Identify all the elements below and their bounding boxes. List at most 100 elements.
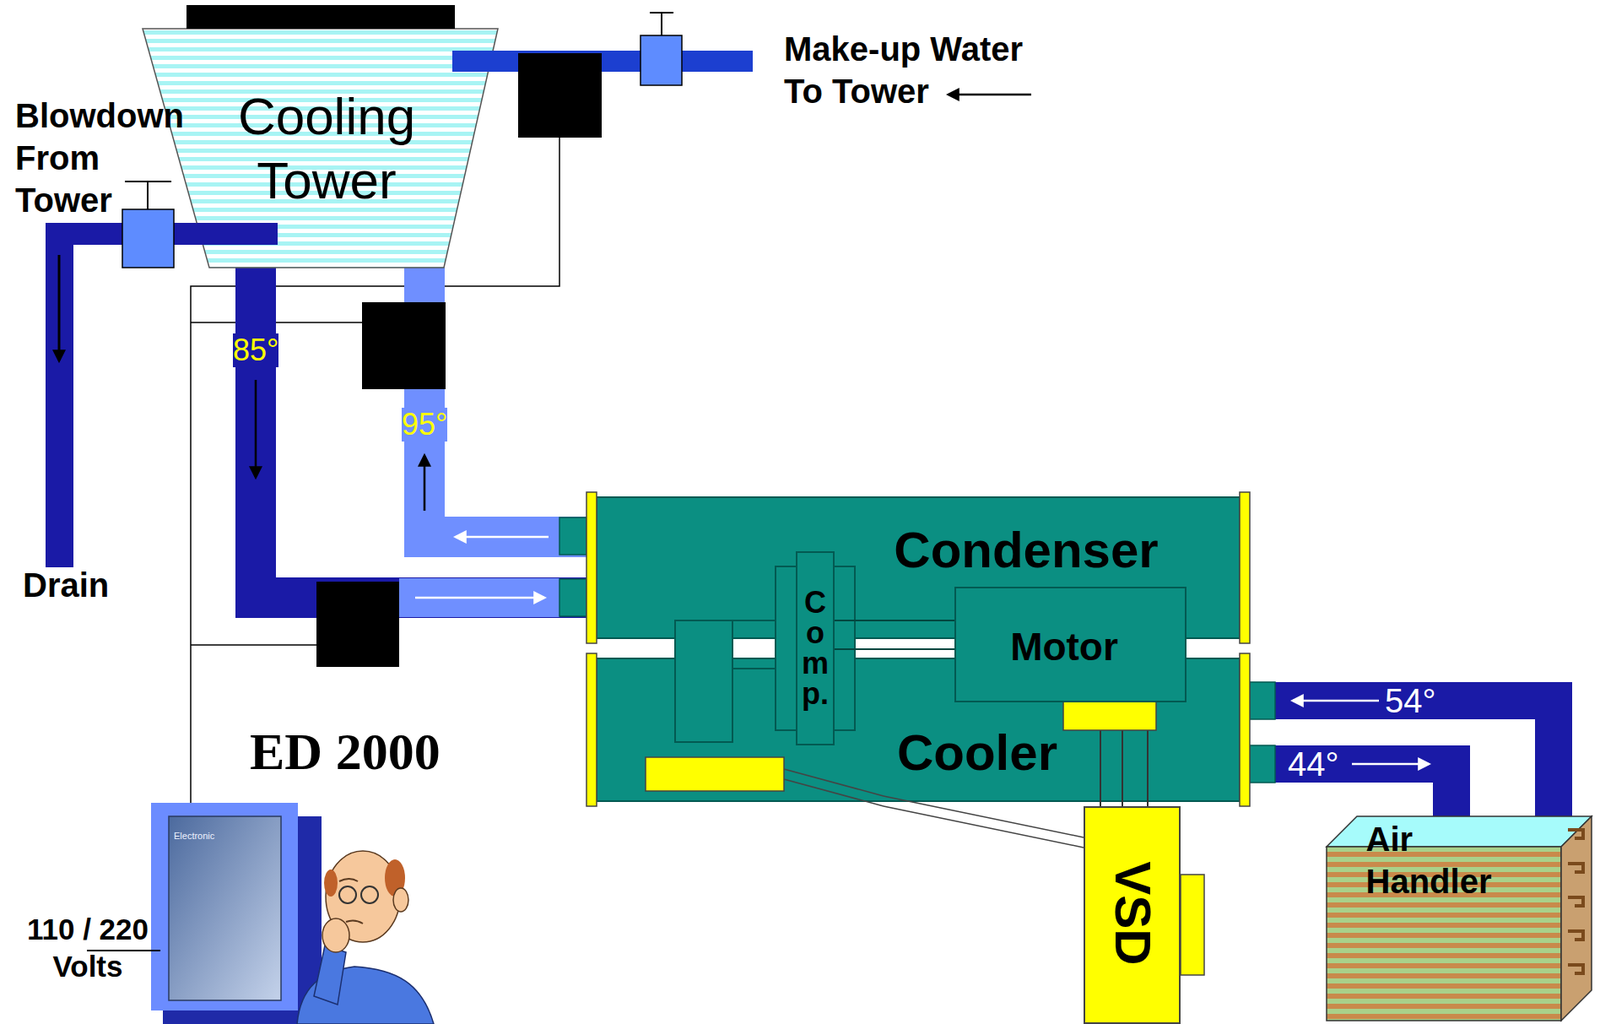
flow-arrow	[1292, 699, 1379, 703]
device-frame	[151, 802, 298, 1011]
unit-label: Comp.	[800, 587, 831, 709]
motor: Motor	[954, 586, 1187, 703]
flow-arrow	[58, 254, 61, 361]
unit-label: Air Handler	[1366, 817, 1492, 903]
suction-pipe	[675, 620, 733, 742]
valve-handle	[124, 180, 172, 183]
blowdown-valve	[122, 209, 174, 268]
product-name: ED 2000	[249, 722, 441, 780]
power-supply-label: 110 / 220 Volts	[16, 910, 160, 985]
end-plate	[1239, 653, 1250, 806]
coil-header	[1567, 829, 1584, 838]
unit-label: Motor	[1010, 623, 1119, 671]
suction-line	[732, 619, 776, 622]
nozzle	[1249, 745, 1276, 783]
flow-arrows	[255, 379, 1429, 764]
flow-controller	[362, 302, 446, 390]
pipe-temperature: 44°	[1287, 745, 1340, 783]
vsd-side-box	[1180, 874, 1205, 975]
pipe-label: Make-up Water To Tower	[783, 27, 1046, 113]
condenser-water-supply-strand	[255, 267, 597, 598]
condenser-water-return	[424, 267, 597, 537]
label-anchor: Electronic	[173, 830, 215, 842]
pipe-temperature: 85°	[232, 333, 279, 368]
person-mouth	[345, 919, 363, 924]
device-brand: Electronic	[173, 830, 215, 842]
make-up-pipe	[452, 50, 753, 72]
unit-label: Cooling Tower	[221, 84, 433, 213]
temperature-sensor	[645, 756, 784, 791]
end-plate	[586, 491, 597, 644]
label-anchor: Drain	[22, 563, 109, 606]
label-anchor: Blowdown From Tower	[15, 94, 201, 222]
flow-arrow	[1351, 762, 1429, 766]
sensor-cable	[883, 795, 1084, 848]
control-wire	[190, 321, 363, 324]
unit-label: Cooler	[897, 722, 1058, 784]
end-plate	[586, 653, 597, 806]
compressor: Comp.	[795, 551, 835, 746]
flow-arrow	[254, 379, 258, 477]
pump-controller	[316, 581, 400, 667]
tower-fan-deck	[186, 5, 455, 29]
flow-arrow	[948, 93, 1032, 97]
drive-shaft-strand	[834, 619, 955, 622]
pump-discharge-pipe	[399, 578, 560, 617]
condenser-water-return-strand	[424, 267, 597, 537]
end-plate	[1239, 491, 1250, 644]
valve-stem	[660, 12, 663, 36]
air-handler-side	[1561, 816, 1592, 1021]
person-hair	[324, 869, 338, 897]
pipe-label: Drain	[22, 563, 109, 606]
coil-header	[1567, 863, 1584, 872]
make-up-pipe	[452, 50, 498, 72]
flow-arrow	[455, 535, 549, 539]
controller-device	[168, 816, 282, 1000]
person-arm	[313, 945, 346, 1005]
sensor-cable-strand	[883, 805, 1084, 848]
pipe-temperature: 54°	[1384, 681, 1437, 719]
sensor-wire	[783, 768, 884, 796]
flow-arrow	[415, 596, 545, 600]
pipe-label: Blowdown From Tower	[15, 94, 201, 222]
flow-arrow	[423, 455, 427, 511]
person-brow	[339, 878, 358, 882]
unit-label: VSD	[1102, 860, 1163, 965]
drive-shaft-strand	[834, 648, 955, 650]
label-anchor: 44°	[1287, 745, 1340, 783]
sensor-wire	[783, 778, 884, 806]
label-anchor: 54°	[1384, 681, 1437, 719]
label-anchor: 95°	[401, 407, 448, 442]
person-glasses	[339, 886, 357, 903]
label-anchor: Make-up Water To Tower	[783, 27, 1046, 113]
label-anchor: 110 / 220 Volts	[16, 910, 160, 985]
label-anchor: ED 2000	[249, 722, 441, 780]
cooling-tower: Cooling Tower	[142, 5, 498, 268]
make-up-valve	[640, 35, 682, 86]
blowdown-pipe	[196, 222, 278, 245]
nozzle	[1249, 681, 1276, 719]
coil-header	[1567, 930, 1584, 940]
pipe-temperature: 95°	[401, 407, 448, 442]
coil-header	[1567, 897, 1584, 906]
label-anchor: 85°	[232, 333, 279, 368]
valve-handle	[649, 11, 674, 14]
coil-header	[1567, 964, 1584, 973]
unit-label: Condenser	[893, 519, 1158, 581]
nozzle	[559, 578, 587, 617]
air-handler: Air Handler	[1326, 816, 1592, 1021]
valve-stem	[146, 181, 149, 210]
sensor-cable-strand	[883, 795, 1084, 838]
person-ear	[393, 887, 409, 912]
nozzle	[559, 517, 587, 555]
vsd: VSD	[1083, 805, 1181, 1024]
person-glasses	[361, 886, 379, 903]
condenser-water-supply	[255, 267, 597, 598]
drive-shaft	[834, 620, 955, 649]
suction-line	[732, 667, 776, 670]
drain-pipe	[45, 222, 74, 568]
cooler: Cooler	[596, 658, 1240, 801]
control-wire	[190, 643, 317, 646]
